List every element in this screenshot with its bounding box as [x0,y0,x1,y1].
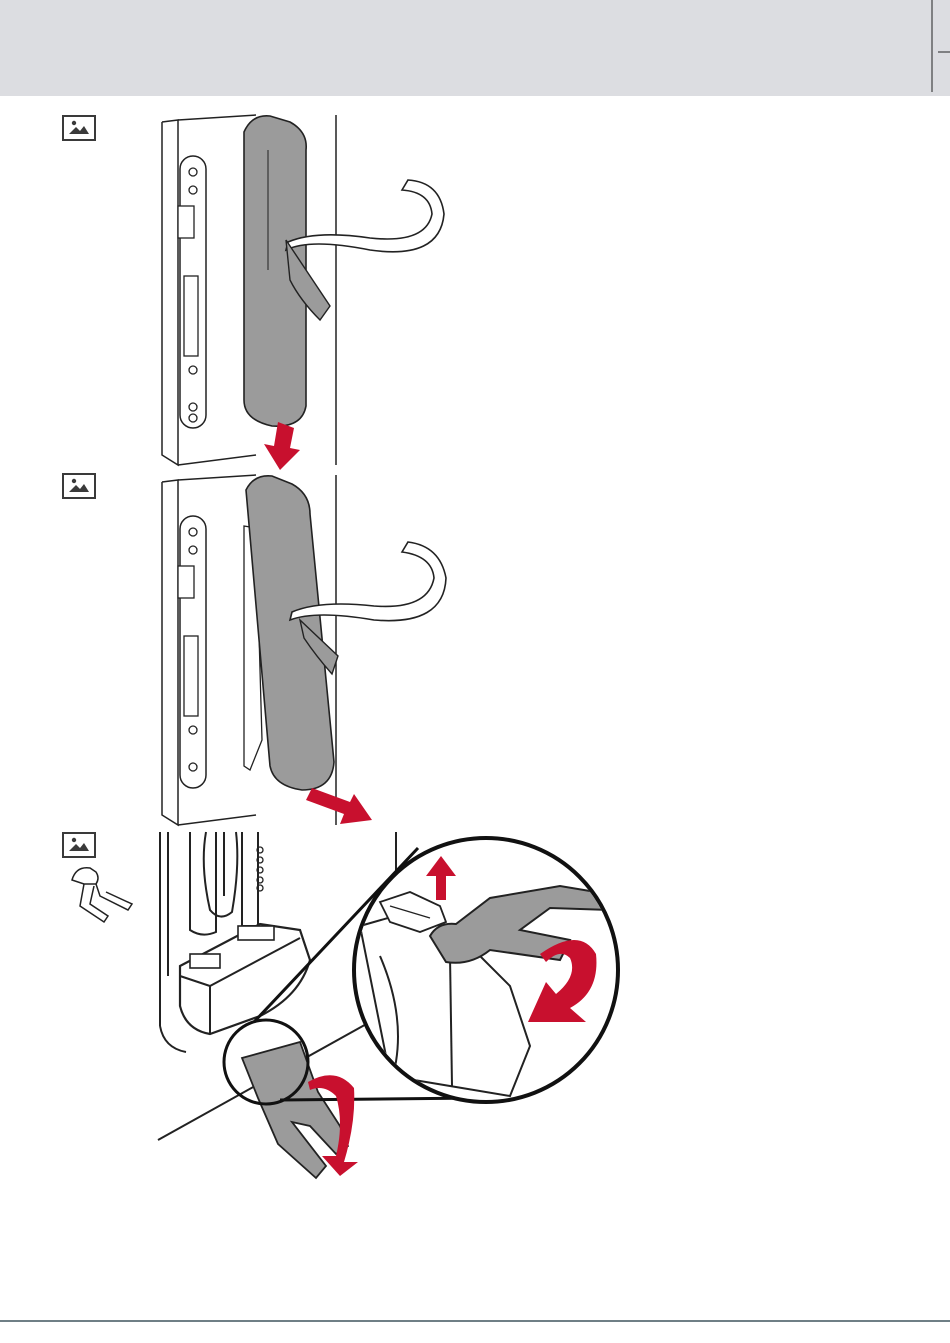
image-icon [62,832,96,858]
image-icon [62,473,96,499]
battery-cover-tool-icon [66,864,136,926]
step2-illustration [140,470,480,830]
step1-illustration [140,110,480,475]
image-icon [62,115,96,141]
footer-rule [0,1320,950,1322]
step3-illustration [150,826,630,1188]
header-band [0,0,950,96]
crop-mark [918,0,950,100]
